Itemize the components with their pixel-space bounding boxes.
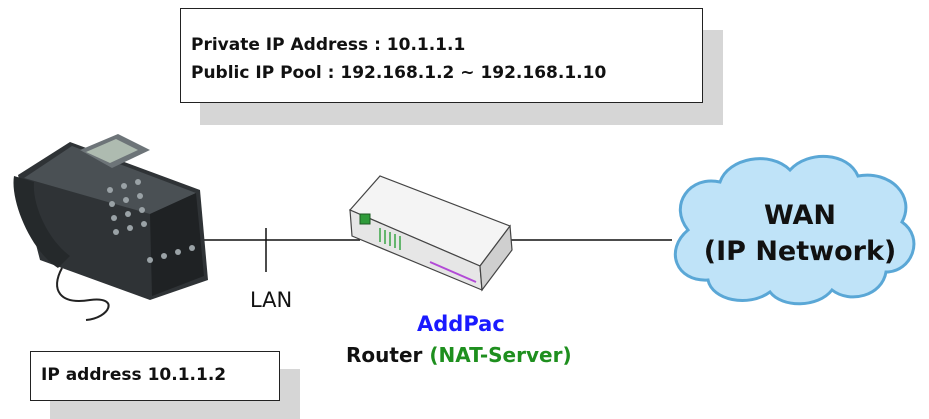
private-ip-line: Private IP Address : 10.1.1.1 xyxy=(191,35,466,55)
router-name: Router xyxy=(346,343,423,367)
router-brand-label: AddPac xyxy=(417,312,505,336)
wan-title: WAN xyxy=(763,200,837,231)
public-ip-pool-line: Public IP Pool : 192.168.1.2 ~ 192.168.1… xyxy=(191,63,607,83)
lan-label: LAN xyxy=(250,288,293,312)
wan-cloud-icon xyxy=(673,155,916,306)
ip-phone-icon xyxy=(13,134,208,321)
wan-subtitle: (IP Network) xyxy=(703,236,897,267)
phone-ip-text: IP address 10.1.1.2 xyxy=(41,365,227,385)
phone-ip-box: IP address 10.1.1.2 xyxy=(30,351,280,401)
router-icon xyxy=(349,175,513,292)
nat-info-box: Private IP Address : 10.1.1.1 Public IP … xyxy=(180,8,703,103)
router-label: Router (NAT-Server) xyxy=(346,343,572,367)
router-role: (NAT-Server) xyxy=(429,343,572,367)
